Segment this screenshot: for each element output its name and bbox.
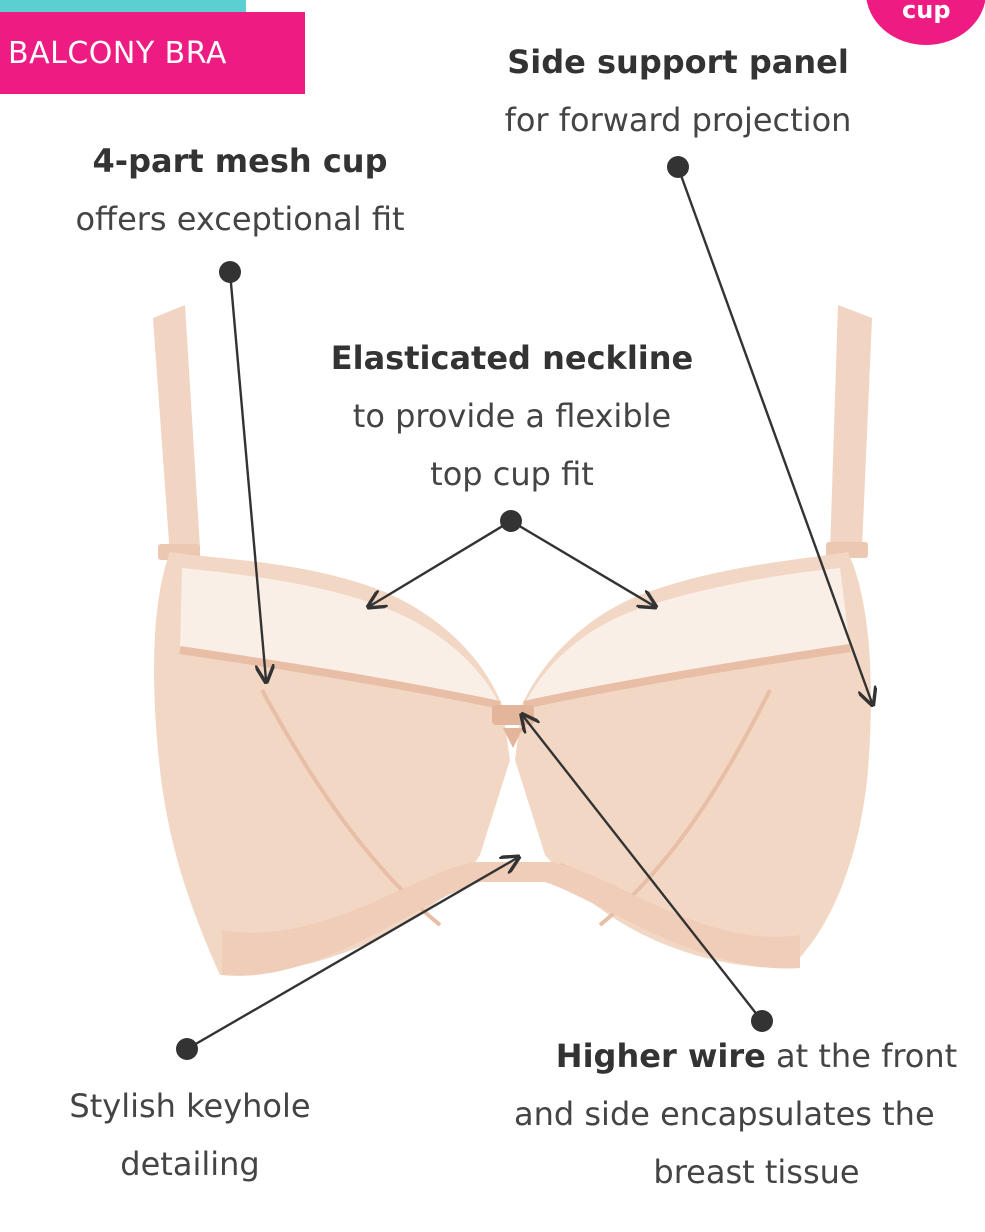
mesh-cup-callout: 4-part mesh cup offers exceptional fit: [40, 132, 440, 248]
wire-line1: Higher wire at the front: [514, 1027, 985, 1085]
keyhole-callout-dot: [176, 1038, 198, 1060]
neckline-callout: Elasticated neckline to provide a flexib…: [312, 329, 712, 503]
cup-badge-label: cup: [902, 0, 951, 24]
neckline-desc-line1: to provide a flexible: [352, 397, 672, 435]
underband: [222, 862, 800, 976]
keyhole-callout-line: [186, 858, 517, 1051]
keyhole-callout: Stylish keyhole detailing: [20, 1077, 360, 1193]
teal-accent-strip: [0, 0, 246, 12]
side-support-title: Side support panel: [507, 43, 849, 81]
right-cup-mesh: [524, 568, 850, 705]
side-support-callout-line: [676, 166, 872, 703]
wire-desc-inline: at the front: [765, 1037, 958, 1075]
mesh-cup-callout-dot: [219, 261, 241, 283]
left-strap: [153, 305, 200, 556]
side-support-callout-dot: [667, 156, 689, 178]
wire-callout-dot: [751, 1010, 773, 1032]
neckline-callout-line-left: [370, 519, 512, 606]
wire-callout-line: [523, 716, 763, 1022]
mesh-cup-callout-line: [228, 271, 266, 680]
keyhole-cutout: [480, 800, 545, 858]
neckline-callout-line-right: [510, 519, 654, 606]
wire-callout: Higher wire at the front and side encaps…: [514, 1027, 985, 1201]
wire-line3: breast tissue: [653, 1153, 860, 1191]
neckline-callout-dot: [500, 510, 522, 532]
side-support-callout: Side support panel for forward projectio…: [478, 33, 878, 149]
wire-line2: and side encapsulates the: [514, 1095, 935, 1133]
balcony-bra-badge: BALCONY BRA: [0, 12, 305, 94]
neckline-title: Elasticated neckline: [330, 339, 694, 377]
mesh-cup-title: 4-part mesh cup: [92, 142, 388, 180]
mesh-cup-desc: offers exceptional fit: [75, 200, 405, 238]
keyhole-line1: Stylish keyhole: [69, 1087, 311, 1125]
neckline-desc-line2: top cup fit: [430, 455, 594, 493]
wire-title: Higher wire: [555, 1037, 766, 1075]
side-support-desc: for forward projection: [504, 101, 852, 139]
right-strap: [830, 305, 872, 552]
keyhole-line2: detailing: [120, 1145, 260, 1183]
